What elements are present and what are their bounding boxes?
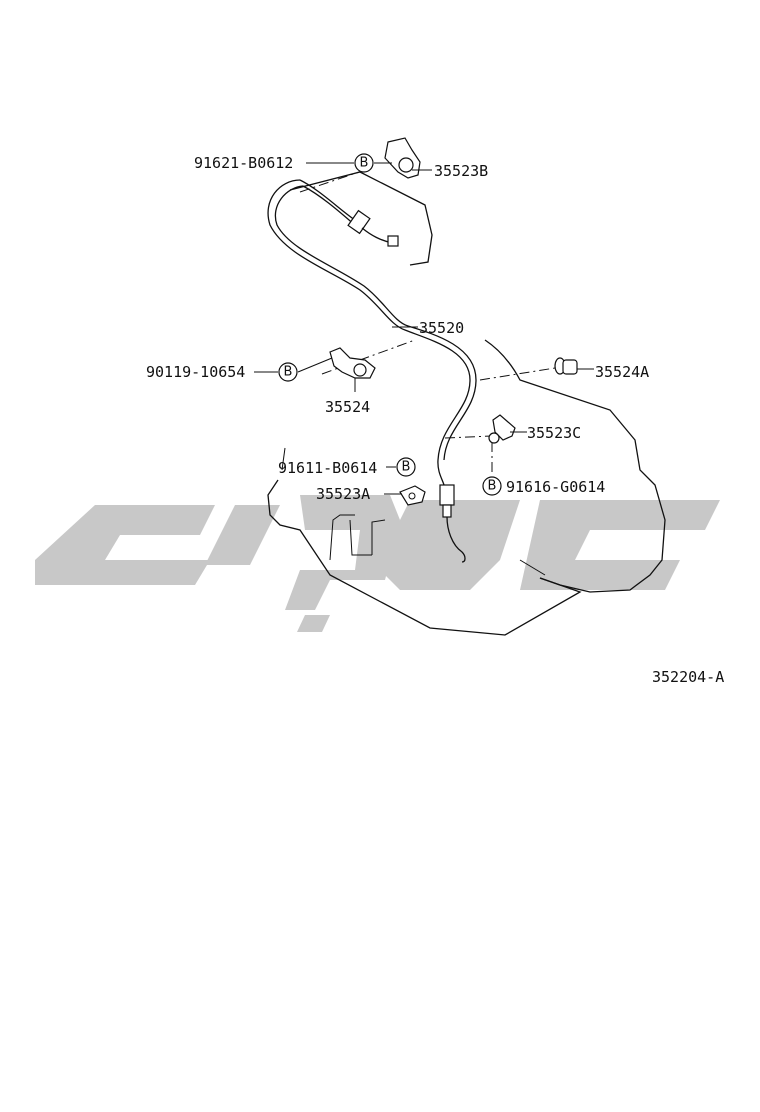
- label-clamp-35523c: 35523C: [527, 424, 581, 442]
- callout-symbol: B: [284, 365, 293, 380]
- label-bolt-top: 91621-B0612: [194, 154, 293, 172]
- floor-outline: [267, 171, 666, 636]
- label-bolt-right: 91616-G0614: [506, 478, 605, 496]
- label-bolt-mid: 91611-B0614: [278, 459, 377, 477]
- callout-circle-right: B: [482, 476, 502, 496]
- clamp-35523c: [488, 414, 516, 444]
- label-grommet-35524a: 35524A: [595, 363, 649, 381]
- label-bracket-35524: 35524: [325, 398, 370, 416]
- callout-circle-mid: B: [396, 457, 416, 477]
- callout-circle-top: B: [354, 153, 374, 173]
- bracket-35524: [329, 347, 376, 392]
- callout-symbol: B: [360, 156, 369, 171]
- diagram-code: 352204-A: [652, 668, 724, 686]
- label-bolt-left: 90119-10654: [146, 363, 245, 381]
- watermark-logo: [35, 495, 720, 632]
- leader-lines: [254, 162, 594, 495]
- label-clamp-35523b: 35523B: [434, 162, 488, 180]
- grommet-35524a: [554, 357, 578, 375]
- callout-symbol: B: [488, 479, 497, 494]
- clamp-35523b: [384, 137, 421, 179]
- clamp-35523a: [399, 485, 426, 506]
- label-cable-35520: 35520: [419, 319, 464, 337]
- callout-circle-left: B: [278, 362, 298, 382]
- label-clamp-35523a: 35523A: [316, 485, 370, 503]
- callout-symbol: B: [402, 460, 411, 475]
- main-cable: [267, 179, 477, 563]
